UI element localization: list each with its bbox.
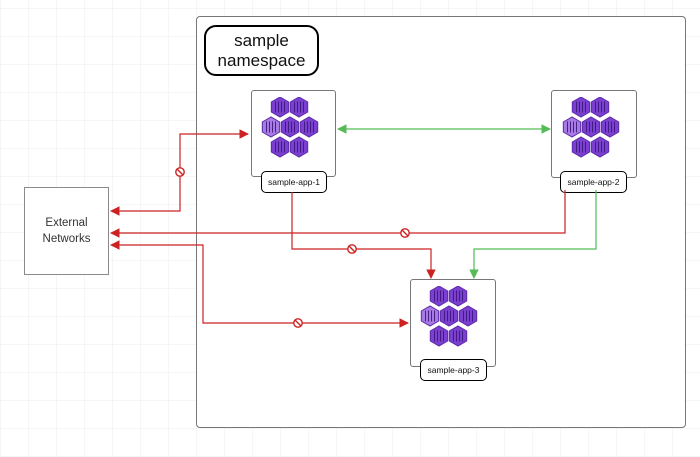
pod-hexagon (600, 116, 620, 138)
pod-hexagon (270, 97, 290, 118)
pod-hexagon (289, 97, 309, 118)
app-label-1: sample-app-1 (261, 171, 327, 193)
pod-hexagon (270, 136, 290, 158)
pod-hexagon (280, 116, 300, 138)
kubernetes-pods-icon (261, 97, 319, 158)
pod-hexagon (571, 97, 591, 118)
pod-hexagon (261, 116, 281, 138)
pod-hexagon (458, 305, 478, 327)
app-label-2: sample-app-2 (560, 171, 627, 193)
kubernetes-pods-icon (562, 97, 620, 158)
namespace-title: sample namespace (217, 30, 306, 70)
blocked-icon (175, 167, 185, 177)
pod-hexagon (420, 305, 440, 327)
namespace-title-box: sample namespace (204, 25, 319, 76)
pod-hexagon (590, 97, 610, 118)
pod-hexagon (429, 325, 449, 347)
pod-hexagon (590, 136, 610, 158)
pod-hexagon (429, 286, 449, 307)
kubernetes-pods-icon (420, 286, 478, 347)
pod-hexagon (448, 325, 468, 347)
pod-hexagon (289, 136, 309, 158)
pod-hexagon (571, 136, 591, 158)
external-networks-label: External Networks (42, 217, 91, 245)
pod-hexagon (439, 305, 459, 327)
app-label-3: sample-app-3 (420, 359, 487, 381)
pod-hexagon (448, 286, 468, 307)
external-networks-box: External Networks (24, 187, 109, 275)
pod-hexagon (299, 116, 319, 138)
pod-hexagon (581, 116, 601, 138)
pod-hexagon (562, 116, 582, 138)
